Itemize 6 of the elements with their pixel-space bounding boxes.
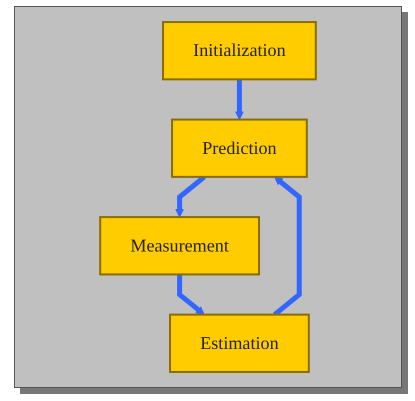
node-box: Measurement [99, 216, 260, 276]
node-box: Prediction [171, 118, 308, 178]
node-box: Estimation [169, 314, 310, 373]
node-box: Initialization [162, 21, 317, 80]
arrow [177, 274, 205, 316]
arrow [235, 79, 244, 120]
